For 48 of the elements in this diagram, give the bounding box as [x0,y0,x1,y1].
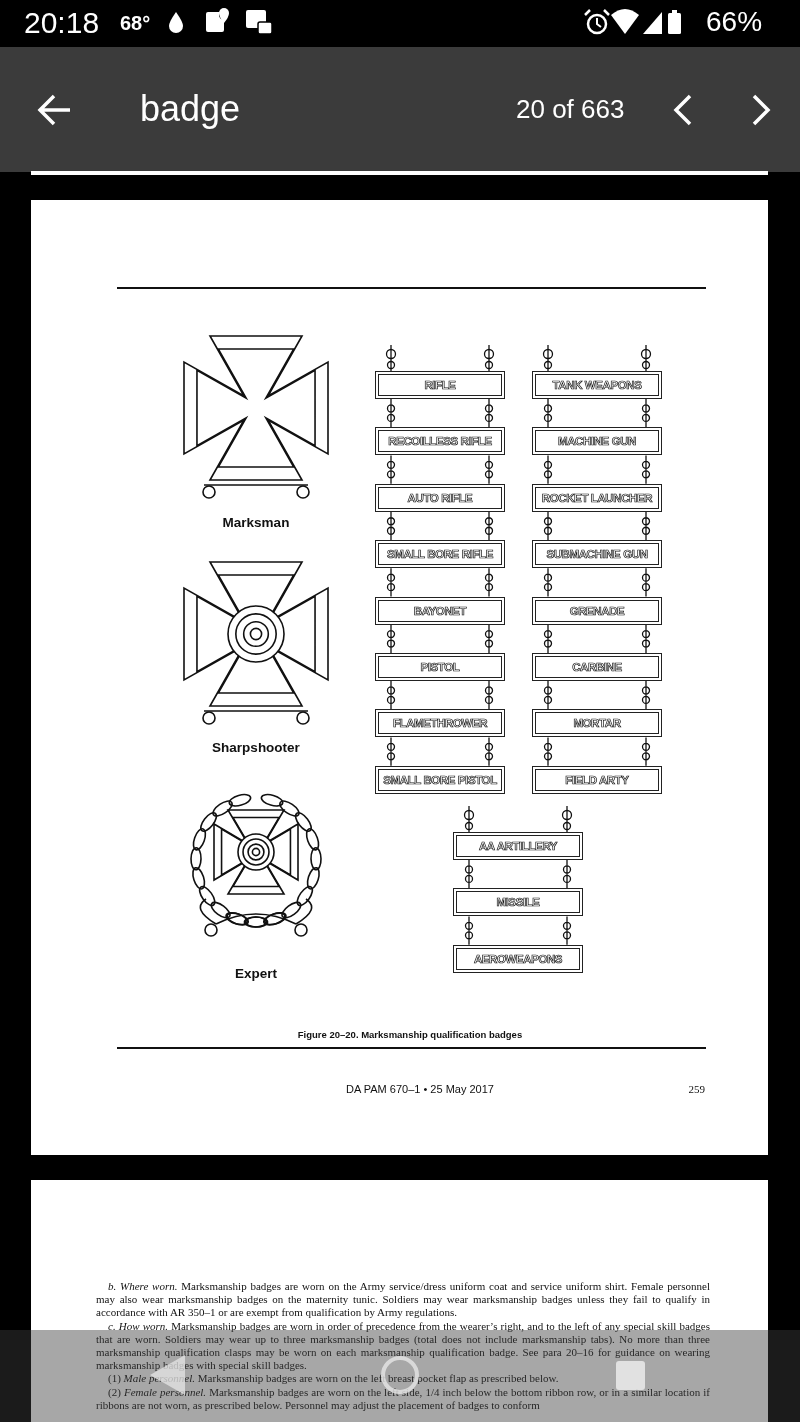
chain-link [386,736,494,767]
search-query: badge [140,88,241,130]
qualification-tab: RIFLE [375,371,505,399]
body-paragraph: b. Where worn. Marksmanship badges are worn on the Army service/dress uniform coat and service uniform shirt. Female personnel may also wear marksmanship badges on the maternity tunic. Soldiers may wear marksmanship badges unless they fail to qualify in accordance with AR 350–1 or are exempt from qualification by Army regulations. [96,1280,710,1320]
chain-link [386,680,494,711]
figure-caption: Figure 20–20. Marksmanship qualification badges [296,1029,524,1040]
qualification-tab: CARBINE [532,653,662,681]
weather-temperature: 68° [120,12,151,35]
qualification-tab: RECOILLESS RIFLE [375,427,505,456]
chain-link [543,623,651,654]
qualification-tab: FIELD ARTY [532,765,662,794]
chain-link [543,680,651,711]
chain-link [386,623,494,654]
chain-link [386,567,494,598]
qualification-tab: SUBMACHINE GUN [532,540,662,569]
search-result-count: 20 of 663 [516,94,625,125]
chain-link [543,454,651,485]
qualification-tab: MORTAR [532,709,662,738]
badge-name: Expert [234,966,278,981]
qualification-tab: PISTOL [375,653,505,681]
chain-link [386,398,494,429]
chain-link [464,859,572,890]
chain-link [386,511,494,541]
qualification-tab: SMALL BORE RIFLE [375,540,505,569]
qualification-tab: AEROWEAPONS [453,944,583,973]
chain-link [543,736,651,767]
qualification-tab: BAYONET [375,596,505,625]
page-number: 259 [687,1083,705,1095]
chain-link [386,454,494,485]
chain-link [543,567,651,598]
qualification-tab: SMALL BORE PISTOL [375,765,505,794]
qualification-tab: MACHINE GUN [532,427,662,456]
chain-link [464,915,572,946]
qualification-tab: MISSILE [453,888,583,917]
badge-name: Sharpshooter [211,740,301,755]
qualification-tab: AUTO RIFLE [375,483,505,512]
battery-percentage: 66% [706,6,763,38]
qualification-tab: FLAMETHROWER [375,709,505,738]
page-footer: DA PAM 670–1 • 25 May 2017 [300,1083,540,1095]
qualification-tab: AA ARTILLERY [453,832,583,860]
body-paragraph: (2) Female personnel. Marksmanship badges are worn on the left side, 1/4 inch below the bottom ribbon row, or in a similar location if ribbons are not worn, as prescribed below. Personnel may adjust the placement of badges to conform [96,1385,710,1413]
chain-link [543,511,651,541]
badge-name: Marksman [221,515,291,530]
chain-link [543,398,651,429]
status-time: 20:18 [24,6,100,40]
qualification-tab: ROCKET LAUNCHER [532,483,662,512]
qualification-tab: TANK WEAPONS [532,371,662,399]
qualification-tab: GRENADE [532,596,662,625]
